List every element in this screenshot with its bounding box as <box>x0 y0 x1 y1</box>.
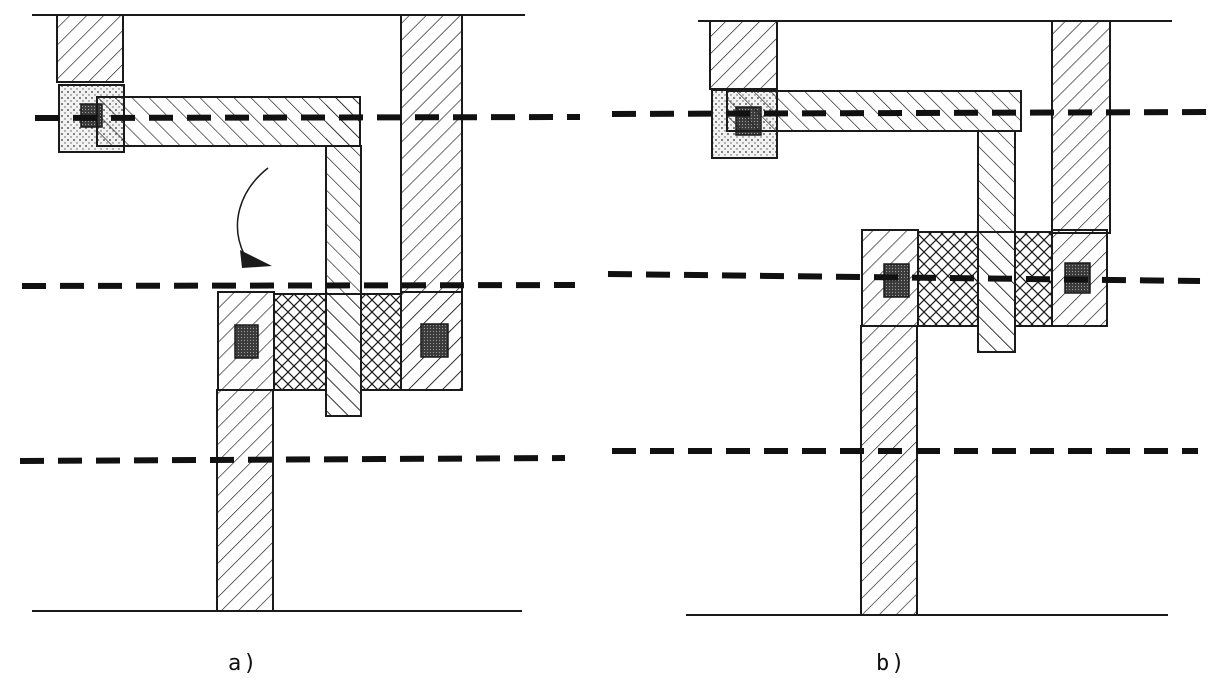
panel-a <box>19 14 581 612</box>
contact-left-b <box>883 263 910 298</box>
poly-horizontal-a <box>96 96 361 147</box>
arrow-head <box>240 250 272 268</box>
metal-leg-a <box>216 389 274 612</box>
caption-panel-a: a) <box>228 651 259 676</box>
move-arrow <box>236 167 269 259</box>
caption-panel-b: b) <box>876 651 907 676</box>
panel-b <box>607 20 1211 616</box>
contact-left-a <box>234 324 259 359</box>
metal-column-right-b <box>1051 20 1111 234</box>
dashed-line-2-b <box>607 271 1201 284</box>
dashed-line-1-a <box>34 114 581 121</box>
metal-leg-b <box>860 325 918 616</box>
metal-block-top-left-b <box>709 20 778 90</box>
dashed-line-2-a <box>21 282 576 289</box>
active-region-left-a <box>273 293 327 391</box>
active-region-right-a <box>360 293 402 391</box>
metal-block-top-left-a <box>56 14 124 83</box>
contact-right-a <box>420 323 449 358</box>
dashed-line-1-b <box>611 109 1211 117</box>
dashed-line-3-a <box>19 455 566 464</box>
